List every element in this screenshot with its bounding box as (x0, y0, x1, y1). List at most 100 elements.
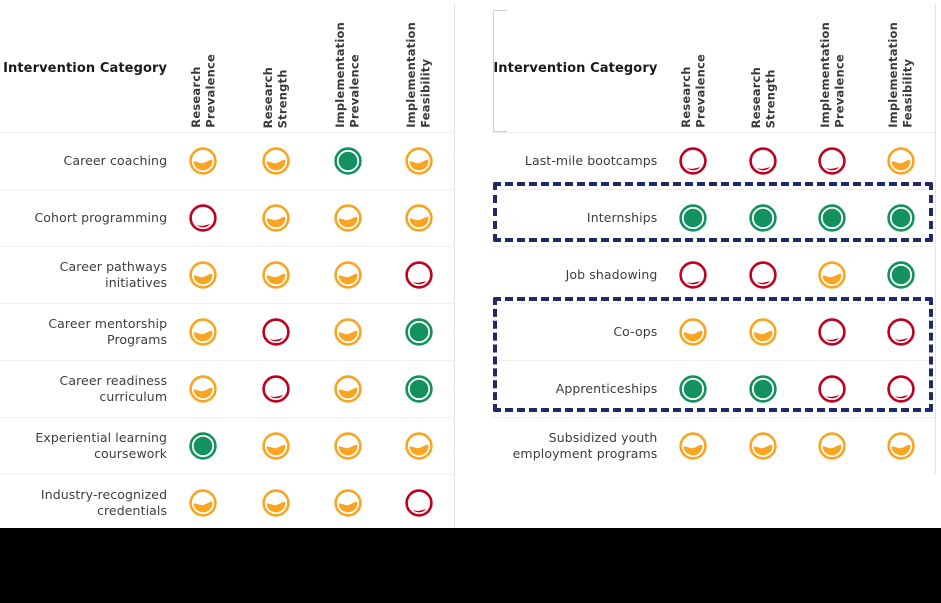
row-label-job-shadowing: Job shadowing (565, 267, 658, 282)
rating-cell (312, 418, 383, 475)
rating-cell (312, 247, 383, 304)
rating-cell (797, 304, 866, 361)
rating-ball-high (404, 374, 434, 404)
rating-cell (383, 417, 456, 475)
rating-ball-medium (333, 488, 363, 518)
column-header-research_prevalence: Research Prevalence (167, 4, 239, 133)
rating-cell (239, 361, 311, 418)
rating-ball-high (817, 203, 847, 233)
bottom-black-bar (0, 528, 941, 603)
rating-cell (383, 303, 456, 361)
rating-cell (312, 190, 383, 247)
rating-ball-low (817, 374, 847, 404)
rating-ball-medium (188, 317, 218, 347)
rating-cell (167, 475, 239, 532)
column-header-label: Research Strength (748, 66, 777, 128)
rating-ball-low (886, 374, 916, 404)
rating-ball-medium (188, 260, 218, 290)
rating-cell (797, 361, 866, 418)
rating-ball-medium (333, 317, 363, 347)
rating-ball-low (678, 260, 708, 290)
rating-ball-medium (886, 146, 916, 176)
rating-ball-high (886, 260, 916, 290)
rating-cell (167, 133, 239, 190)
rating-cell (866, 303, 937, 361)
rating-cell (728, 247, 797, 304)
rating-ball-high (188, 431, 218, 461)
rating-cell (866, 246, 937, 304)
rating-ball-medium (261, 203, 291, 233)
rating-cell (728, 133, 797, 190)
rating-cell (728, 304, 797, 361)
rating-ball-medium (886, 431, 916, 461)
rating-cell (167, 304, 239, 361)
rating-cell (797, 418, 866, 475)
rating-ball-high (678, 374, 708, 404)
rating-ball-medium (817, 431, 847, 461)
column-header-research_prevalence: Research Prevalence (657, 4, 728, 133)
rating-cell (657, 361, 728, 418)
column-header-category: Intervention Category (493, 60, 658, 76)
rating-ball-low (188, 203, 218, 233)
rating-ball-high (678, 203, 708, 233)
rating-cell (239, 190, 311, 247)
rating-ball-high (404, 317, 434, 347)
rating-ball-medium (261, 260, 291, 290)
rating-ball-high (748, 203, 778, 233)
rating-cell (167, 247, 239, 304)
rating-cell (657, 418, 728, 475)
table-row: Career coaching (0, 132, 456, 190)
rating-ball-medium (261, 146, 291, 176)
rating-cell (797, 247, 866, 304)
column-header-research_strength: Research Strength (239, 4, 311, 133)
rating-ball-low (817, 146, 847, 176)
column-header-label: Implementation Prevalence (333, 22, 362, 128)
rating-cell (167, 418, 239, 475)
column-header-label: Implementation Feasibility (886, 22, 915, 128)
row-label-apprenticeships: Apprenticeships (555, 381, 658, 396)
rating-ball-medium (404, 203, 434, 233)
rating-cell (312, 361, 383, 418)
row-label-cohort-programming: Cohort programming (34, 210, 168, 225)
rating-ball-medium (188, 146, 218, 176)
rating-ball-low (748, 146, 778, 176)
rating-cell (383, 132, 456, 190)
column-header-research_strength: Research Strength (728, 4, 797, 133)
rating-ball-high (333, 146, 363, 176)
rating-cell (383, 360, 456, 418)
rating-ball-high (748, 374, 778, 404)
rating-ball-low (261, 374, 291, 404)
rating-cell (312, 475, 383, 532)
rating-cell (657, 304, 728, 361)
rating-ball-low (817, 317, 847, 347)
rating-ball-medium (261, 488, 291, 518)
rating-ball-medium (188, 374, 218, 404)
column-header-label: Implementation Feasibility (404, 22, 433, 128)
rating-ball-low (748, 260, 778, 290)
column-header-implementation_prevalence: Implementation Prevalence (312, 4, 383, 133)
rating-cell (383, 246, 456, 304)
rating-cell (239, 475, 311, 532)
rating-ball-medium (678, 431, 708, 461)
rating-cell (657, 133, 728, 190)
column-header-label: Implementation Prevalence (817, 22, 846, 128)
rating-cell (797, 133, 866, 190)
table-row: Cohort programming (0, 189, 456, 247)
rating-ball-medium (817, 260, 847, 290)
table-row: Last-mile bootcamps (493, 132, 937, 190)
rating-cell (312, 304, 383, 361)
rating-ball-low (261, 317, 291, 347)
rating-ball-medium (333, 203, 363, 233)
column-header-label: Research Prevalence (188, 54, 218, 128)
rating-ball-medium (748, 431, 778, 461)
